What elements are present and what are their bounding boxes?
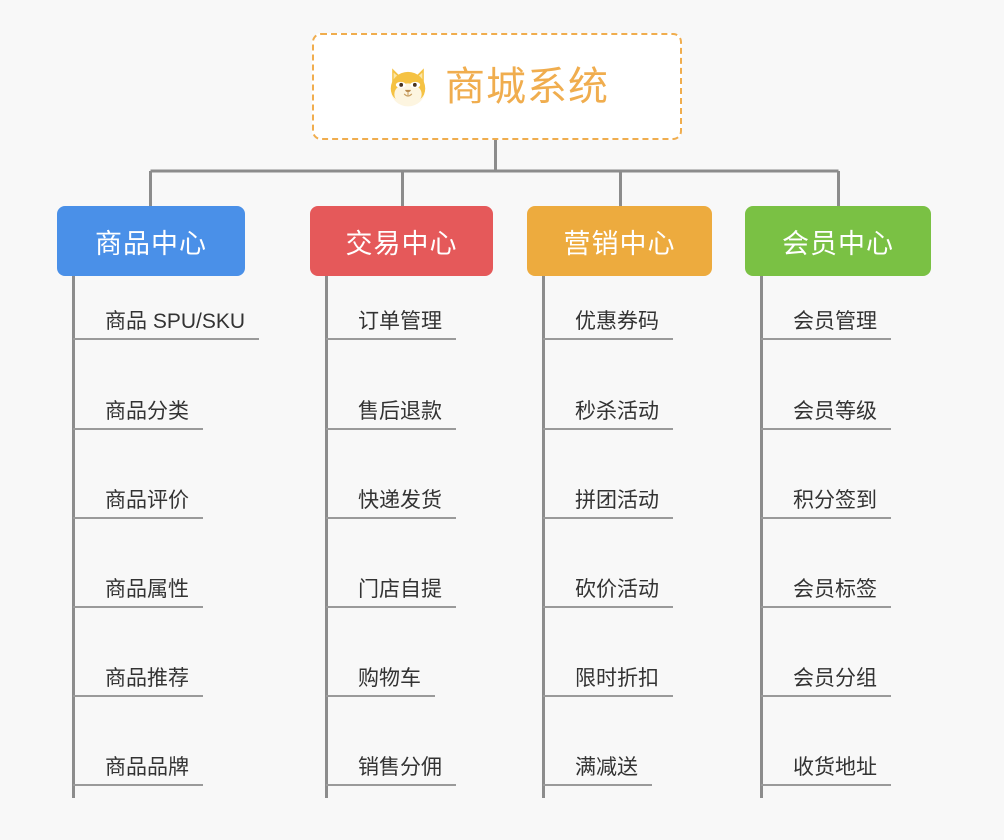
list-item-label: 门店自提 bbox=[326, 577, 456, 608]
list-item-label: 快递发货 bbox=[326, 488, 456, 519]
list-item[interactable]: 拼团活动 bbox=[543, 488, 673, 519]
list-item[interactable]: 商品属性 bbox=[73, 577, 203, 608]
list-item[interactable]: 会员标签 bbox=[761, 577, 891, 608]
list-item-label: 订单管理 bbox=[326, 309, 456, 340]
list-item-label: 销售分佣 bbox=[326, 755, 456, 786]
list-item-label: 购物车 bbox=[326, 666, 435, 697]
list-item-label: 商品评价 bbox=[73, 488, 203, 519]
list-item-label: 商品属性 bbox=[73, 577, 203, 608]
list-item-label: 限时折扣 bbox=[543, 666, 673, 697]
list-item-label: 收货地址 bbox=[761, 755, 891, 786]
list-item[interactable]: 满减送 bbox=[543, 755, 652, 786]
list-item[interactable]: 销售分佣 bbox=[326, 755, 456, 786]
list-item-label: 商品 SPU/SKU bbox=[73, 309, 260, 340]
category-header-member-center[interactable]: 会员中心 bbox=[745, 206, 931, 276]
list-item-label: 商品品牌 bbox=[73, 755, 203, 786]
list-item-label: 商品分类 bbox=[73, 399, 203, 430]
list-item[interactable]: 快递发货 bbox=[326, 488, 456, 519]
list-item[interactable]: 砍价活动 bbox=[543, 577, 673, 608]
list-item[interactable]: 商品评价 bbox=[73, 488, 203, 519]
list-item[interactable]: 商品分类 bbox=[73, 399, 203, 430]
list-item-label: 拼团活动 bbox=[543, 488, 673, 519]
list-item[interactable]: 售后退款 bbox=[326, 399, 456, 430]
list-item[interactable]: 收货地址 bbox=[761, 755, 891, 786]
list-item[interactable]: 限时折扣 bbox=[543, 666, 673, 697]
category-header-trade-center[interactable]: 交易中心 bbox=[310, 206, 493, 276]
list-item[interactable]: 商品推荐 bbox=[73, 666, 203, 697]
category-header-label: 交易中心 bbox=[345, 228, 458, 259]
list-item[interactable]: 门店自提 bbox=[326, 577, 456, 608]
list-item[interactable]: 优惠券码 bbox=[543, 309, 673, 340]
root-title: 商城系统 bbox=[445, 64, 609, 109]
list-item[interactable]: 会员管理 bbox=[761, 309, 891, 340]
list-item-label: 商品推荐 bbox=[73, 666, 203, 697]
shiba-dog-face-icon bbox=[390, 67, 426, 106]
list-item-label: 积分签到 bbox=[761, 488, 891, 519]
list-item[interactable]: 积分签到 bbox=[761, 488, 891, 519]
category-header-label: 会员中心 bbox=[782, 228, 894, 259]
list-item[interactable]: 商品 SPU/SKU bbox=[73, 309, 260, 340]
list-item-label: 秒杀活动 bbox=[543, 399, 673, 430]
list-item-label: 砍价活动 bbox=[543, 577, 673, 608]
category-header-label: 商品中心 bbox=[95, 228, 207, 259]
list-item[interactable]: 会员分组 bbox=[761, 666, 891, 697]
list-item[interactable]: 秒杀活动 bbox=[543, 399, 673, 430]
root-node[interactable]: 商城系统 bbox=[312, 33, 682, 140]
list-item-label: 售后退款 bbox=[326, 399, 456, 430]
list-item[interactable]: 购物车 bbox=[326, 666, 435, 697]
list-item-label: 会员标签 bbox=[761, 577, 891, 608]
list-item[interactable]: 订单管理 bbox=[326, 309, 456, 340]
category-header-product-center[interactable]: 商品中心 bbox=[57, 206, 245, 276]
category-header-marketing-center[interactable]: 营销中心 bbox=[527, 206, 712, 276]
list-item-label: 优惠券码 bbox=[543, 309, 673, 340]
list-item-label: 会员管理 bbox=[761, 309, 891, 340]
list-item-label: 会员分组 bbox=[761, 666, 891, 697]
list-item[interactable]: 商品品牌 bbox=[73, 755, 203, 786]
category-header-label: 营销中心 bbox=[563, 228, 676, 259]
list-item[interactable]: 会员等级 bbox=[761, 399, 891, 430]
list-item-label: 会员等级 bbox=[761, 399, 891, 430]
list-item-label: 满减送 bbox=[543, 755, 652, 786]
